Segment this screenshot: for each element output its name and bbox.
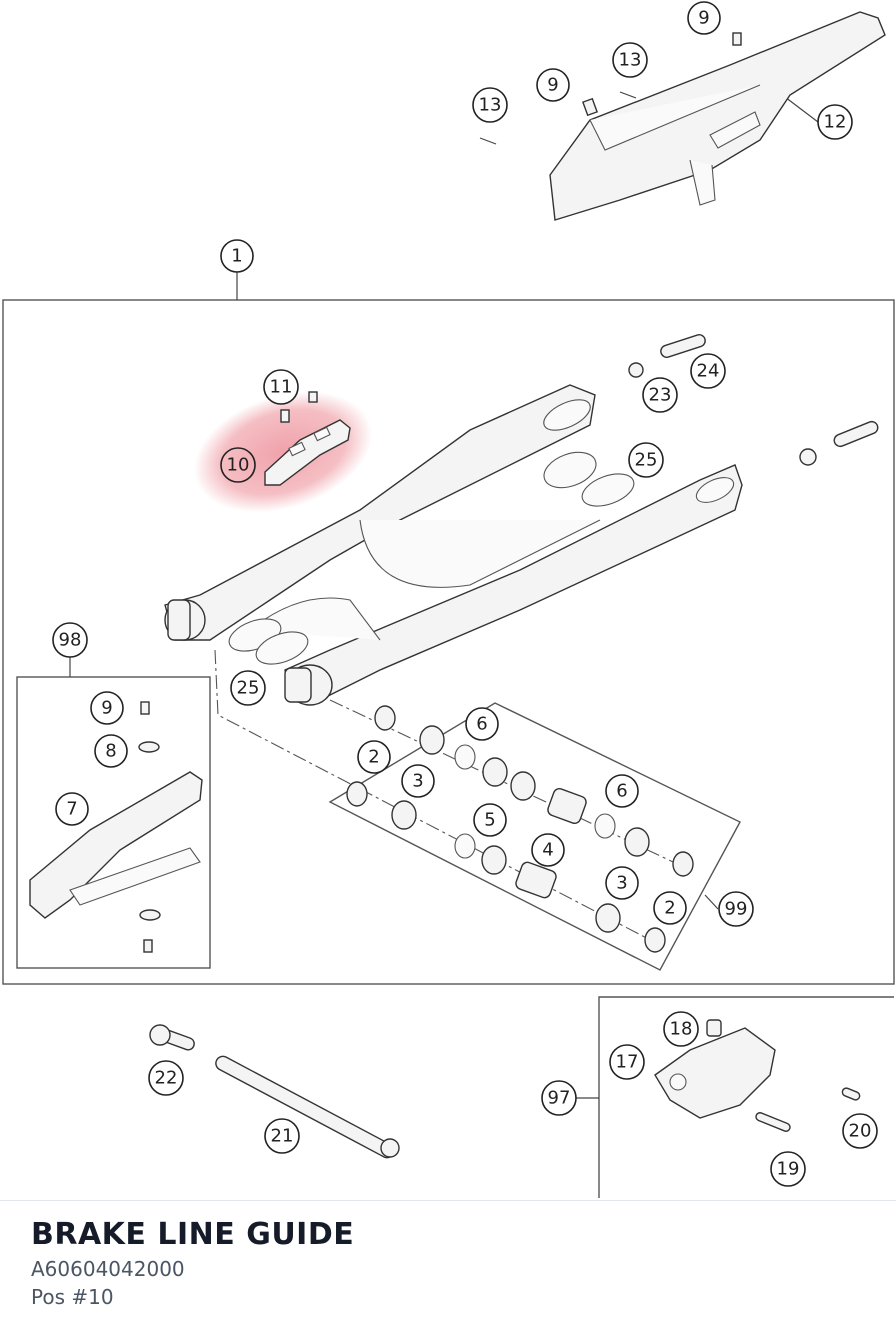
callout-18: 18 (663, 1011, 699, 1047)
callout-label: 10 (227, 455, 250, 476)
callout-label: 9 (698, 8, 709, 29)
callout-12: 12 (817, 104, 853, 140)
bearing-kit-parts (346, 705, 694, 953)
callout-label: 6 (476, 714, 487, 735)
callout-25b: 25 (230, 670, 266, 706)
ring-25d (255, 631, 309, 665)
screw-9-top (732, 32, 742, 46)
callout-25a: 25 (628, 442, 664, 478)
callout-label: 23 (649, 385, 672, 406)
chain-guide-kit-frame (598, 996, 894, 1198)
callout-5: 5 (473, 803, 507, 837)
callout-label: 18 (670, 1019, 693, 1040)
callout-label: 13 (619, 50, 642, 71)
callout-label: 99 (725, 899, 748, 920)
callout-label: 19 (777, 1159, 800, 1180)
brake-line-guide (264, 419, 351, 486)
callout-8: 8 (94, 734, 128, 768)
callout-13a: 13 (612, 42, 648, 78)
screw-11a (280, 409, 290, 423)
callout-label: 24 (697, 361, 720, 382)
callout-label: 25 (635, 450, 658, 471)
callout-label: 3 (412, 771, 423, 792)
swingarm-frame (2, 299, 895, 985)
pivot-pin-24 (628, 334, 879, 466)
part-info-panel: BRAKE LINE GUIDE A60604042000 Pos #10 (0, 1200, 896, 1336)
callout-6a: 6 (465, 707, 499, 741)
callout-label: 8 (105, 741, 116, 762)
callout-6b: 6 (605, 774, 639, 808)
pin-13b (479, 137, 497, 145)
callout-98: 98 (52, 622, 88, 658)
chain-slider (29, 701, 203, 953)
callout-24: 24 (690, 353, 726, 389)
callout-label: 6 (616, 781, 627, 802)
callout-13b: 13 (472, 87, 508, 123)
callout-99: 99 (718, 891, 754, 927)
callout-label: 2 (368, 747, 379, 768)
callout-97: 97 (541, 1080, 577, 1116)
screw-11b (308, 391, 318, 403)
callout-2b: 2 (653, 891, 687, 925)
callout-label: 22 (155, 1068, 178, 1089)
swingarm-axle (149, 1024, 400, 1159)
ring-25a (543, 451, 597, 489)
callout-23: 23 (642, 377, 678, 413)
callout-7: 7 (55, 792, 89, 826)
callout-22: 22 (148, 1060, 184, 1096)
callout-20: 20 (842, 1113, 878, 1149)
callout-label: 13 (479, 95, 502, 116)
callout-label: 5 (484, 810, 495, 831)
callout-1: 1 (220, 239, 254, 273)
screw-9-guard (582, 97, 598, 117)
part-name: BRAKE LINE GUIDE (31, 1217, 355, 1252)
callout-9a: 9 (687, 1, 721, 35)
chain-slider-kit-frame (16, 676, 211, 969)
callout-label: 25 (237, 678, 260, 699)
callout-10: 10 (220, 447, 256, 483)
callout-label: 1 (231, 246, 242, 267)
part-number: A60604042000 (31, 1257, 185, 1281)
callout-label: 3 (616, 873, 627, 894)
callout-label: 20 (849, 1121, 872, 1142)
callout-label: 7 (66, 799, 77, 820)
ring-25b (581, 473, 635, 507)
callout-label: 12 (824, 112, 847, 133)
callout-label: 9 (101, 698, 112, 719)
callout-3b: 3 (605, 866, 639, 900)
callout-label: 11 (270, 377, 293, 398)
callout-4: 4 (531, 833, 565, 867)
chain-guide (654, 1019, 861, 1132)
part-position: Pos #10 (31, 1285, 114, 1309)
callout-3a: 3 (401, 764, 435, 798)
callout-label: 17 (616, 1052, 639, 1073)
callout-21: 21 (264, 1118, 300, 1154)
callout-17: 17 (609, 1044, 645, 1080)
callout-9c: 9 (90, 691, 124, 725)
callout-2a: 2 (357, 740, 391, 774)
callout-label: 4 (542, 840, 553, 861)
callout-label: 98 (59, 630, 82, 651)
callout-9b: 9 (536, 68, 570, 102)
bearing-kit-frame (328, 702, 741, 971)
callout-label: 9 (547, 75, 558, 96)
callout-19: 19 (770, 1151, 806, 1187)
callout-11: 11 (263, 369, 299, 405)
callout-label: 97 (548, 1088, 571, 1109)
pin-13a (619, 91, 637, 99)
callout-label: 21 (271, 1126, 294, 1147)
callout-label: 2 (664, 898, 675, 919)
chain-guard (549, 11, 886, 221)
